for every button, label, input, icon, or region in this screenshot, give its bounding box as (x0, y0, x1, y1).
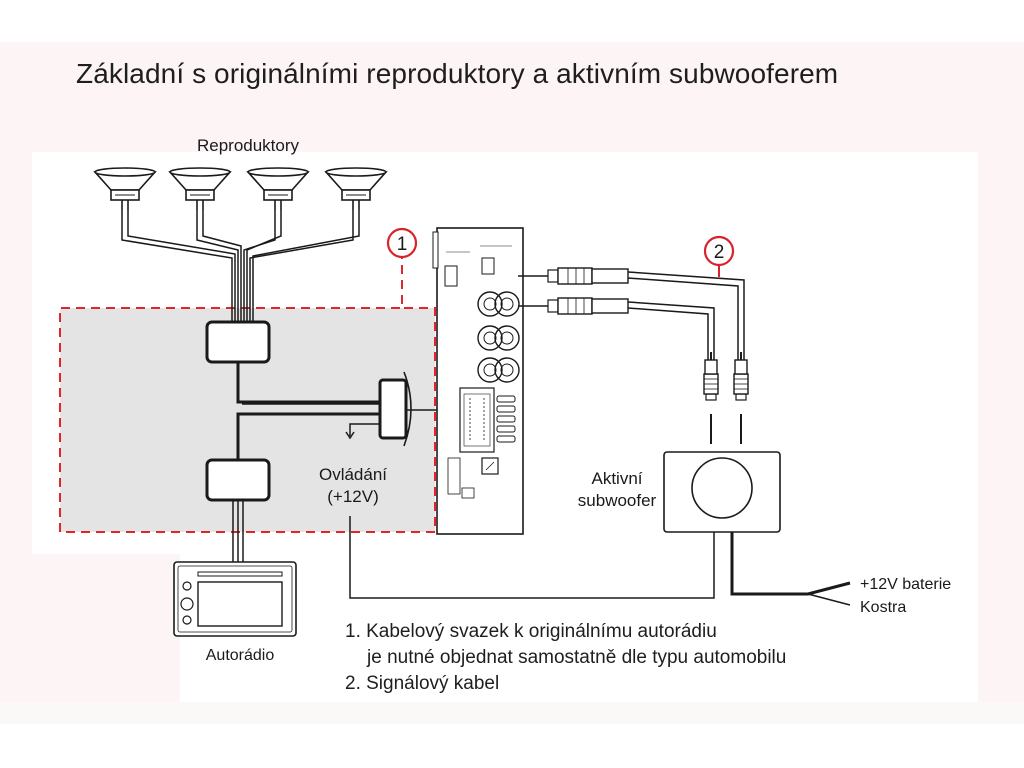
note-item-1-line-2: je nutné objednat samostatně dle typu au… (367, 647, 787, 668)
power-wires (730, 532, 851, 606)
plug-latch (403, 371, 412, 447)
harness-connector-top (205, 320, 271, 364)
svg-text:1: 1 (397, 234, 408, 255)
notes-list: 1. Kabelový svazek k originálnímu autorá… (345, 619, 786, 697)
rca-plug-icon (547, 297, 629, 315)
active-subwoofer-label-line2: subwoofer (578, 491, 657, 510)
marker-2: 2 (703, 235, 735, 277)
speaker-wires (121, 210, 360, 322)
note-item-2: 2. Signálový kabel (345, 673, 500, 694)
amplifier-unit (432, 227, 524, 535)
svg-text:2: 2 (714, 242, 725, 263)
note-item-1-line-1: 1. Kabelový svazek k originálnímu autorá… (345, 621, 717, 642)
marker-1: 1 (386, 227, 418, 259)
rca-plug-icon (710, 414, 742, 444)
speaker-icon (325, 167, 387, 211)
active-subwoofer-icon (663, 451, 781, 533)
harness-wires (236, 362, 380, 460)
harness-connector-bottom (205, 458, 271, 502)
speakers-label: Reproduktory (197, 136, 300, 155)
control-label-line1: Ovládání (319, 465, 387, 484)
harness-highlight-border (59, 250, 436, 533)
rca-plug-icon (733, 351, 749, 401)
rca-plug-icon (547, 267, 629, 285)
notes-panel (180, 554, 978, 702)
control-wire (345, 423, 715, 599)
car-radio-icon (173, 561, 297, 637)
control-label-line2: (+12V) (327, 487, 379, 506)
ground-label: Kostra (860, 599, 906, 616)
car-radio-label: Autorádio (206, 647, 275, 664)
rca-plug-icon (703, 351, 719, 401)
signal-cable (518, 271, 745, 366)
radio-wires (232, 500, 244, 562)
page-title: Základní s originálními reproduktory a a… (76, 58, 839, 89)
active-subwoofer-label-line1: Aktivní (591, 469, 642, 488)
slide-background-lower (0, 702, 1024, 724)
speaker-icon (247, 167, 309, 211)
speaker-icon (94, 167, 156, 211)
unit-plug-connector (378, 378, 408, 440)
speaker-icon (169, 167, 231, 211)
battery-label: +12V baterie (860, 576, 951, 593)
